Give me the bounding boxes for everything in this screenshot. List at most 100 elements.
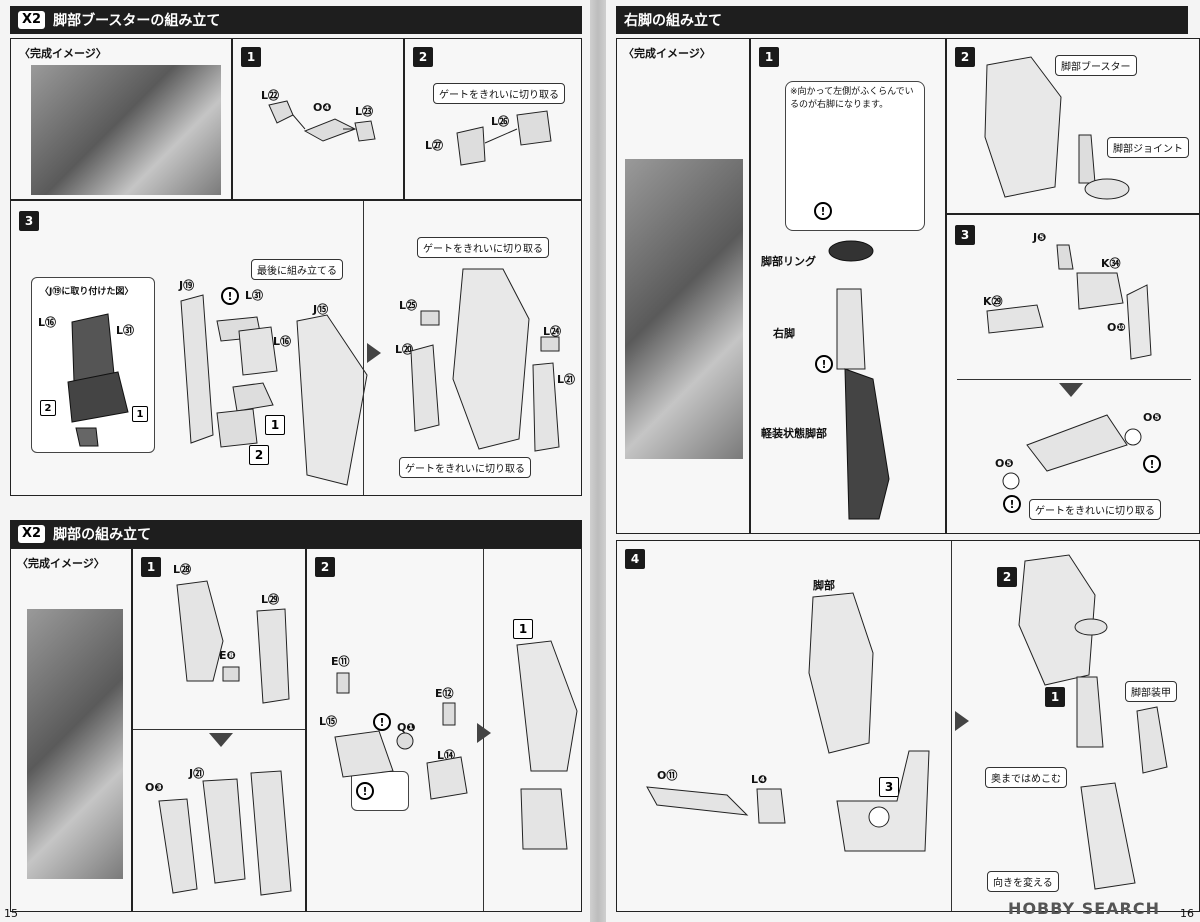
right-leg-photo — [625, 159, 743, 459]
ref-1: 1 — [513, 619, 533, 639]
part-L15: L⑮ — [319, 715, 338, 728]
part-L31b: L㉛ — [245, 289, 264, 302]
leg-photo — [27, 609, 123, 879]
step-1-drawing — [268, 100, 376, 142]
part-O3: O❸ — [145, 781, 164, 794]
leg-step-2-drawing — [334, 640, 578, 850]
right-step-4-drawing-b — [1018, 554, 1168, 890]
detail-drawing — [67, 313, 129, 447]
step-3-drawing-b — [410, 268, 560, 452]
next-arrow — [367, 343, 381, 363]
gate-note-top: ゲートをきれいに切り取る — [417, 237, 549, 258]
leg-step-1-drawing — [158, 580, 292, 896]
part-O5a: O❺ — [1143, 411, 1162, 424]
part-E12: E⑫ — [435, 687, 454, 700]
next-arrow — [955, 711, 969, 731]
gate-note: ゲートをきれいに切り取る — [1029, 499, 1161, 520]
step-2-panel: 2 ゲートをきれいに切り取る L㉗ L㉖ — [404, 38, 582, 200]
watermark: HOBBY SEARCH — [1008, 899, 1160, 918]
leg-step-2-panel: 2 E⑪ E⑫ L⑮ Q❶ L⑭ ! ! 1 — [306, 548, 582, 912]
last-note: 最後に組み立てる — [251, 259, 343, 280]
gate-note: ゲートをきれいに切り取る — [433, 83, 565, 104]
booster-label: 脚部ブースター — [1055, 55, 1137, 76]
step-2-drawing — [456, 110, 552, 166]
part-J15: J⑮ — [313, 303, 329, 316]
ref-2: 2 — [997, 567, 1017, 587]
part-Q1: Q❶ — [397, 721, 416, 734]
right-step-2-panel: 2 脚部ブースター 脚部ジョイント — [946, 38, 1200, 214]
part-J21: J㉑ — [189, 767, 205, 780]
warning-icon: ! — [373, 713, 391, 731]
part-L16b: L⑯ — [273, 335, 292, 348]
part-L23: L㉓ — [355, 105, 374, 118]
part-E8: E❽ — [219, 649, 236, 662]
section-header-booster: X2 脚部ブースターの組み立て — [10, 6, 582, 34]
page-number: 16 — [1180, 907, 1194, 920]
push-label: 奥まではめこむ — [985, 767, 1067, 788]
step-3-panel: 3 〈J⑲に取り付けた図〉 L⑯ L㉛ 2 1 J⑲ L㉛ 最後に組み立てる J… — [10, 200, 582, 496]
step-3-drawing-a — [180, 294, 368, 486]
warning-icon: ! — [1143, 455, 1161, 473]
detail-inset: 〈J⑲に取り付けた図〉 L⑯ L㉛ 2 1 — [31, 277, 155, 453]
right-step-3-panel: 3 J❺ K㉞ K㉙ O❿ O❺ O❺ ! ! ゲートをきれいに切り取る — [946, 214, 1200, 534]
right-step-1-drawing — [828, 240, 890, 520]
right-page: 右脚の組み立て 〈完成イメージ〉 1 ※向かって左側がふくらんでいるのが右脚にな… — [606, 0, 1200, 922]
part-L26: L㉖ — [491, 115, 510, 128]
finished-image-panel: 〈完成イメージ〉 — [616, 38, 750, 534]
finished-label: 〈完成イメージ〉 — [19, 47, 107, 60]
part-L4: L❹ — [751, 773, 768, 786]
ring-label: 脚部リング — [761, 255, 816, 268]
next-arrow — [477, 723, 491, 743]
step-1-panel: 1 L㉒ O❹ L㉓ — [232, 38, 404, 200]
part-O11: O⑪ — [657, 769, 678, 782]
ref-1: 1 — [132, 406, 148, 422]
divider — [133, 729, 305, 730]
right-step-1-panel: 1 ※向かって左側がふくらんでいるのが右脚になります。 ! 脚部リング 右脚 !… — [750, 38, 946, 534]
section-header-right-leg: 右脚の組み立て — [616, 6, 1188, 34]
warning-icon: ! — [1003, 495, 1021, 513]
step-number: 2 — [955, 47, 975, 67]
step-number: 2 — [413, 47, 433, 67]
warning-icon: ! — [814, 202, 832, 220]
divider — [951, 541, 952, 911]
step-number: 1 — [141, 557, 161, 577]
note-box: ※向かって左側がふくらんでいるのが右脚になります。 ! — [785, 81, 925, 231]
part-K29: K㉙ — [983, 295, 1003, 308]
part-L28: L㉘ — [173, 563, 192, 576]
part-J5: J❺ — [1033, 231, 1047, 244]
right-step-2-drawing — [984, 56, 1130, 200]
down-arrow — [1059, 383, 1083, 397]
ref-2b: 2 — [249, 445, 269, 465]
light-leg-label: 軽装状態脚部 — [761, 427, 827, 440]
turn-label: 向きを変える — [987, 871, 1059, 892]
section-title: 脚部ブースターの組み立て — [53, 13, 221, 29]
right-leg-label: 右脚 — [773, 327, 795, 340]
right-step-3-drawing — [986, 244, 1152, 490]
step-number: 3 — [955, 225, 975, 245]
detail-inset: ! — [351, 771, 409, 811]
part-L22: L㉒ — [261, 89, 280, 102]
part-L20: L⑳ — [395, 343, 414, 356]
leg-step-1-panel: 1 L㉘ L㉙ E❽ O❸ J㉑ — [132, 548, 306, 912]
step-number: 1 — [241, 47, 261, 67]
finished-image-panel: 〈完成イメージ〉 — [10, 38, 232, 200]
part-L29: L㉙ — [261, 593, 280, 606]
part-L21: L㉑ — [557, 373, 576, 386]
booster-photo — [31, 65, 221, 195]
warning-icon: ! — [221, 287, 239, 305]
x2-badge: X2 — [18, 11, 46, 29]
right-step-4-panel: 4 脚部 O⑪ L❹ 3 2 1 脚部装甲 奥まではめこむ 向きを変える — [616, 540, 1200, 912]
part-L25: L㉕ — [399, 299, 418, 312]
divider — [957, 379, 1191, 380]
step-number: 2 — [315, 557, 335, 577]
part-L24: L㉔ — [543, 325, 562, 338]
warning-icon: ! — [356, 782, 374, 800]
book-gutter — [590, 0, 606, 922]
section-title: 脚部の組み立て — [53, 527, 152, 543]
ref-1: 1 — [1045, 687, 1065, 707]
right-step-4-drawing-a — [646, 592, 930, 852]
part-L16: L⑯ — [38, 316, 57, 329]
left-page: X2 脚部ブースターの組み立て 〈完成イメージ〉 1 L㉒ O❹ L㉓ 2 — [0, 0, 590, 922]
down-arrow — [209, 733, 233, 747]
